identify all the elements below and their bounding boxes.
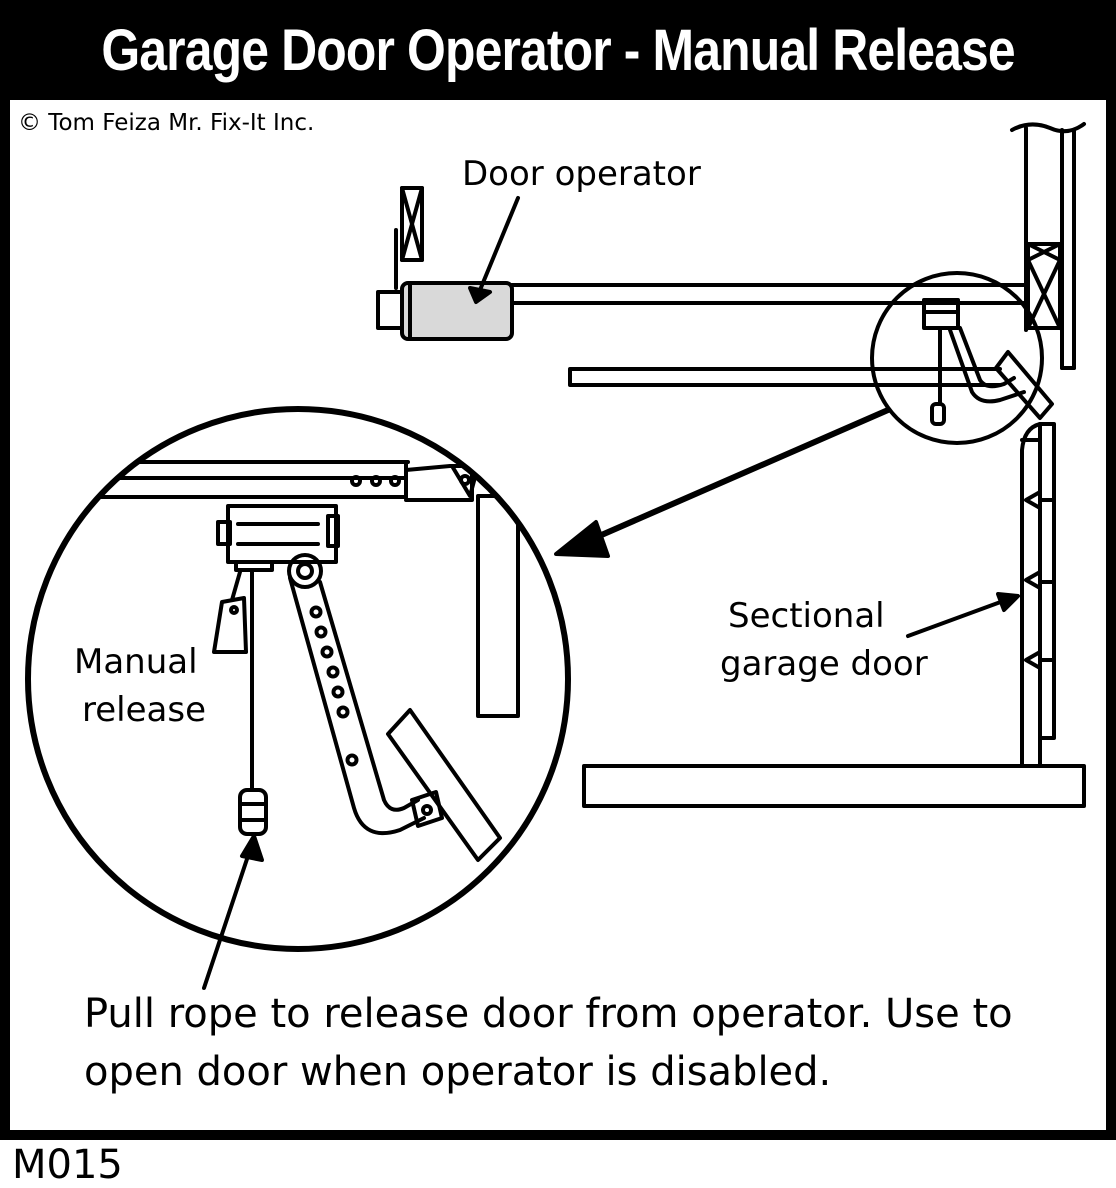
label-sectional-line1: Sectional (728, 596, 885, 636)
ceiling-hanger (394, 186, 424, 290)
sectional-garage-door (1020, 422, 1056, 768)
arrow-pull-rope (202, 834, 264, 990)
page-title: Garage Door Operator - Manual Release (101, 17, 1015, 83)
title-bar: Garage Door Operator - Manual Release (0, 0, 1116, 100)
detail-circle-large (25, 406, 571, 952)
wall-jamb (1010, 122, 1086, 370)
arrow-detail-magnify (554, 407, 891, 558)
caption: Pull rope to release door from operator.… (84, 985, 1064, 1101)
frame-right-border (1106, 100, 1116, 1140)
label-sectional-line2: garage door (720, 644, 928, 684)
detail-circle-small (870, 271, 1054, 445)
arrow-sectional-door (906, 592, 1020, 638)
frame-left-border (0, 100, 10, 1140)
label-door-operator: Door operator (462, 154, 701, 194)
caption-line2: open door when operator is disabled. (84, 1049, 832, 1095)
door-track-horizontal (568, 367, 1002, 387)
label-manual-line2: release (82, 690, 206, 730)
frame-bottom-border (0, 1130, 1116, 1140)
figure-code: M015 (12, 1142, 123, 1188)
label-manual-line1: Manual (74, 642, 198, 682)
operator-rail (510, 283, 1028, 305)
caption-line1: Pull rope to release door from operator.… (84, 991, 1013, 1037)
copyright-text: © Tom Feiza Mr. Fix-It Inc. (18, 110, 315, 136)
garage-floor (582, 764, 1086, 808)
arrow-door-operator (468, 196, 520, 304)
